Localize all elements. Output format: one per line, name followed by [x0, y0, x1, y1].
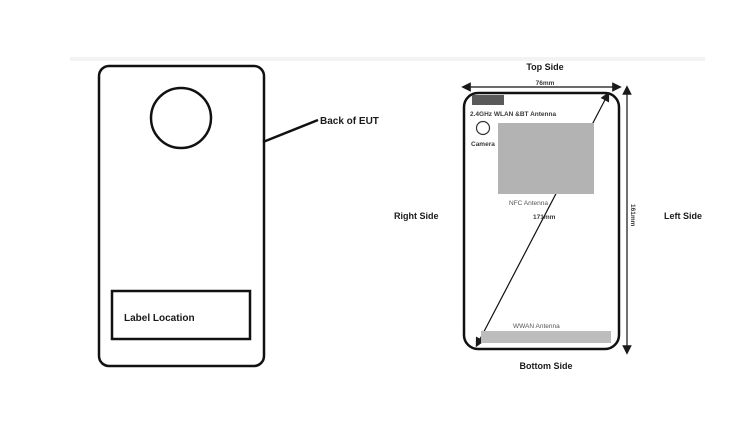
- nfc-antenna-label: NFC Antenna: [509, 200, 548, 207]
- page-background-band: [70, 57, 705, 61]
- front-view: Top Side Bottom Side Right Side Left Sid…: [394, 62, 702, 371]
- width-dimension-label: 76mm: [536, 80, 555, 87]
- label-location-box: [110, 289, 252, 341]
- label-location-text: Label Location: [124, 313, 195, 324]
- wlan-antenna-block: [472, 95, 504, 105]
- diagonal-dimension-label: 171mm: [533, 214, 556, 221]
- back-view: Back of EUT Label Location: [97, 64, 379, 368]
- left-side-label: Left Side: [664, 211, 702, 221]
- camera-circle: [149, 86, 213, 150]
- callout-line: [262, 118, 319, 144]
- height-dimension-label: 161mm: [629, 204, 636, 227]
- wlan-antenna-label: 2.4GHz WLAN &BT Antenna: [470, 111, 556, 118]
- wwan-antenna-label: WWAN Antenna: [513, 323, 560, 330]
- nfc-antenna-block: [498, 123, 594, 194]
- back-of-eut-label: Back of EUT: [320, 116, 379, 127]
- top-side-label: Top Side: [526, 62, 563, 72]
- wwan-antenna-block: [481, 331, 611, 343]
- front-camera-circle: [475, 120, 491, 136]
- bottom-side-label: Bottom Side: [520, 361, 573, 371]
- camera-label: Camera: [471, 141, 495, 148]
- right-side-label: Right Side: [394, 211, 439, 221]
